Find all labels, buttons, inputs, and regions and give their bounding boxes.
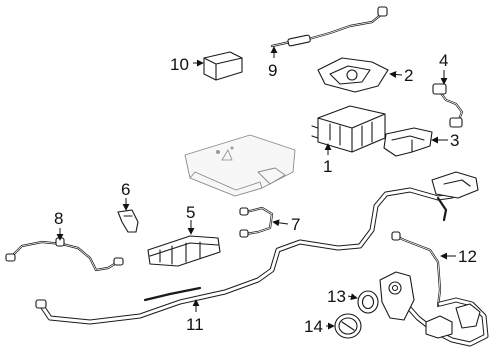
leader-2: [389, 71, 403, 78]
part-12-cable: [391, 231, 442, 308]
callout-labels: 10 9 2 4 1 3 6 5 7 8 12 11 13 14: [54, 51, 477, 336]
callout-14: 14: [304, 317, 323, 336]
part-11-main-harness: [35, 171, 479, 325]
callout-8: 8: [54, 209, 63, 228]
part-6-bracket: [117, 209, 139, 233]
callout-2: 2: [404, 66, 413, 85]
part-3-bracket: [383, 127, 433, 157]
callout-9: 9: [268, 61, 277, 80]
part-2-bracket: [317, 57, 389, 93]
callout-4: 4: [439, 51, 448, 70]
leader-13: [347, 293, 358, 301]
callout-10: 10: [170, 55, 189, 74]
callout-6: 6: [121, 180, 130, 199]
part-8-cable: [5, 237, 124, 272]
callout-5: 5: [186, 203, 195, 222]
part-4-connector: [432, 83, 464, 128]
callout-3: 3: [450, 131, 459, 150]
part-14-cap: [334, 313, 362, 339]
part-10-module: [203, 51, 243, 81]
callout-13: 13: [327, 287, 346, 306]
part-1-control-module: [311, 105, 386, 153]
part-5-module: [147, 235, 221, 267]
callout-1: 1: [323, 157, 332, 176]
leader-lines: [56, 46, 456, 330]
callout-12: 12: [458, 247, 477, 266]
reference-housing: [184, 134, 296, 197]
part-13-grommet: [357, 290, 379, 314]
leader-7: [272, 219, 289, 227]
callout-7: 7: [291, 215, 300, 234]
part-9-cable: [270, 6, 388, 48]
callout-11: 11: [186, 315, 204, 334]
lower-right-assembly: [379, 271, 489, 347]
part-7-cable: [239, 206, 274, 238]
